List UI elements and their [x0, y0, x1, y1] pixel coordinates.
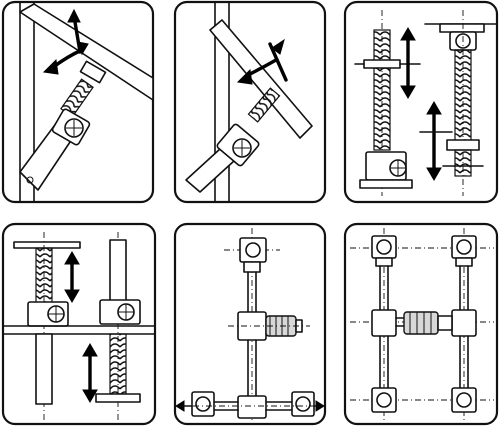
panel-6-h-arrangement — [343, 222, 499, 426]
base-plate — [359, 179, 413, 189]
panel-4-vertical-jacks-lower — [1, 222, 157, 426]
protective-tube — [109, 239, 127, 303]
bevel-gearbox — [237, 395, 267, 419]
panel-1-inclined-jack — [1, 0, 155, 204]
screw-spindle — [247, 87, 281, 123]
bevel-gearbox — [371, 309, 397, 337]
screw-spindle — [35, 247, 53, 307]
panel-5-t-arrangement — [173, 222, 327, 426]
mount-plate — [79, 60, 107, 84]
bevel-gearbox — [451, 309, 477, 337]
motor-icon — [403, 311, 439, 335]
arrow-head-icon — [67, 8, 81, 23]
screw-spindle — [109, 333, 127, 395]
protective-tube — [35, 333, 53, 405]
base-plate — [95, 393, 141, 403]
panel-3-vertical-jacks — [343, 0, 499, 204]
top-plate — [439, 23, 485, 33]
screw-spindle — [373, 29, 391, 151]
panel-frame — [173, 0, 327, 204]
screw-spindle — [454, 49, 472, 147]
top-plate — [13, 241, 81, 249]
load-plate — [363, 59, 401, 69]
panel-2-inclined-jack-reversed — [173, 0, 327, 204]
inclined-beam — [19, 3, 154, 101]
rotation-arrow-icon — [271, 38, 285, 55]
